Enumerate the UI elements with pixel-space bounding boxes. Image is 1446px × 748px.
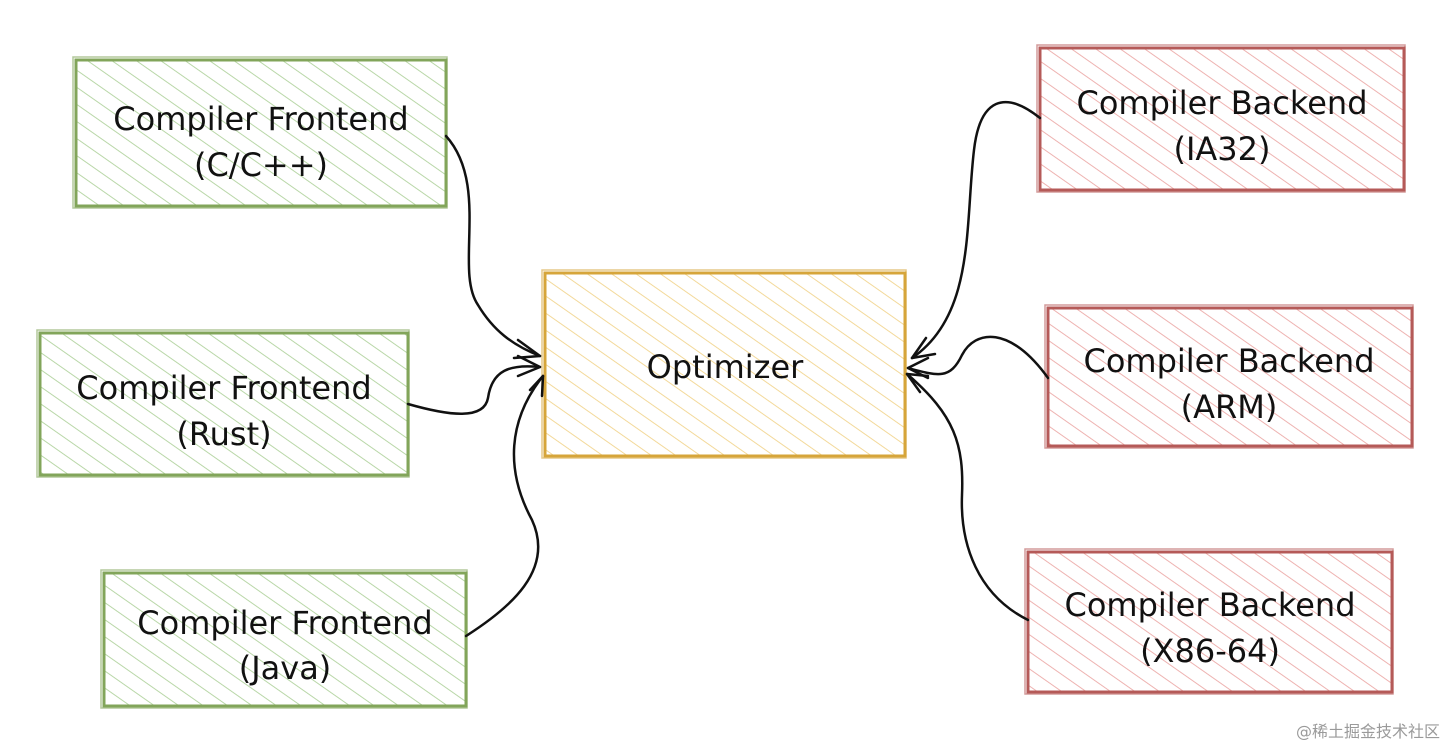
arrowhead-frontend-java (528, 374, 545, 398)
arrow-frontend-rust-to-optimizer (406, 365, 542, 415)
frontend-c-subtitle: (C/C++) (194, 146, 328, 184)
frontend-java-subtitle: (Java) (239, 649, 332, 687)
arrow-frontend-java-to-optimizer (464, 374, 545, 638)
backend-x86-64-box: Compiler Backend (X86-64) (1024, 548, 1394, 695)
arrow-backend-x86-64-to-optimizer (905, 372, 1030, 622)
arrowhead-backend-x86-64 (905, 372, 930, 394)
frontend-java-box: Compiler Frontend (Java) (100, 569, 468, 709)
backend-arm-title: Compiler Backend (1083, 342, 1374, 380)
arrow-backend-arm-to-optimizer (906, 335, 1050, 380)
backend-x86-64-title: Compiler Backend (1064, 586, 1355, 624)
frontend-c-title: Compiler Frontend (113, 100, 408, 138)
frontend-c-box: Compiler Frontend (C/C++) (72, 56, 448, 209)
watermark-text: @稀土掘金技术社区 (1295, 722, 1440, 741)
arrowhead-backend-ia32 (910, 336, 937, 360)
frontend-rust-box: Compiler Frontend (Rust) (36, 329, 410, 478)
backend-arm-box: Compiler Backend (ARM) (1044, 304, 1414, 449)
arrow-frontend-c-to-optimizer (444, 134, 542, 358)
backend-arm-subtitle: (ARM) (1181, 388, 1278, 426)
optimizer-box: Optimizer (541, 269, 907, 459)
backend-ia32-box: Compiler Backend (IA32) (1036, 44, 1406, 193)
arrow-backend-ia32-to-optimizer (910, 101, 1042, 360)
backend-x86-64-subtitle: (X86-64) (1140, 632, 1280, 670)
frontend-java-title: Compiler Frontend (137, 604, 432, 642)
frontend-rust-title: Compiler Frontend (76, 369, 371, 407)
frontend-rust-subtitle: (Rust) (176, 415, 271, 453)
backend-ia32-subtitle: (IA32) (1173, 130, 1270, 168)
backend-ia32-title: Compiler Backend (1076, 84, 1367, 122)
optimizer-title: Optimizer (647, 348, 804, 386)
arrowhead-frontend-rust (516, 354, 542, 378)
